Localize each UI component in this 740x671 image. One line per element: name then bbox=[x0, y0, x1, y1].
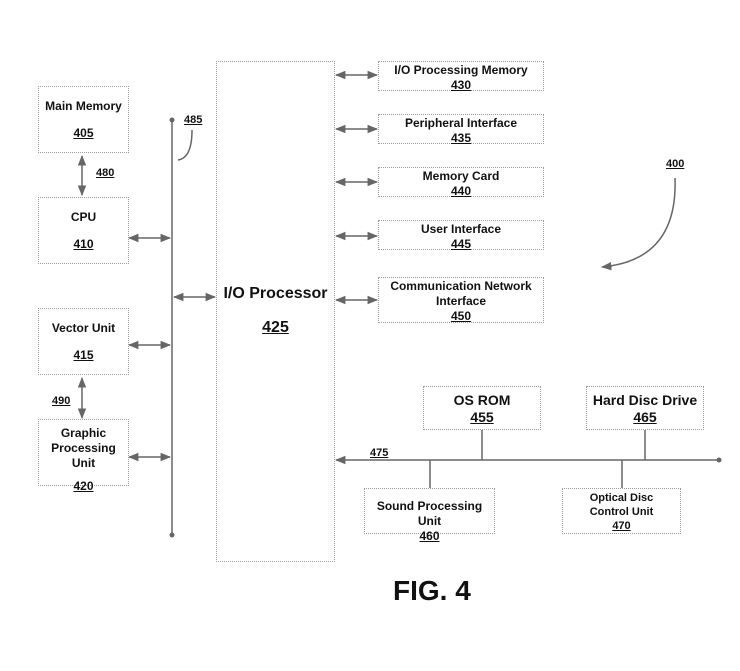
system-400-label: 400 bbox=[666, 158, 685, 170]
block-ref: 450 bbox=[450, 309, 472, 323]
graphic-processing-unit-block: Graphic Processing Unit 420 bbox=[38, 419, 129, 493]
hard-disc-drive-block: Hard Disc Drive 465 bbox=[586, 386, 704, 430]
block-ref: 465 bbox=[633, 409, 657, 425]
block-name: CPU bbox=[70, 210, 97, 224]
block-name: Memory Card bbox=[422, 169, 500, 183]
block-name: I/O Processor bbox=[223, 285, 328, 302]
block-name: Sound Processing Unit bbox=[376, 499, 483, 528]
communication-network-interface-block: Communication Network Interface 450 bbox=[378, 277, 544, 323]
block-ref: 405 bbox=[73, 126, 94, 140]
main-memory-block: Main Memory 405 bbox=[38, 86, 129, 153]
block-ref: 440 bbox=[450, 184, 472, 198]
block-ref: 410 bbox=[73, 237, 94, 251]
optical-disc-control-unit-block: Optical Disc Control Unit 470 bbox=[562, 488, 681, 534]
block-name: Hard Disc Drive bbox=[592, 392, 698, 408]
block-name: Graphic Processing Unit bbox=[51, 426, 116, 470]
block-ref: 470 bbox=[612, 520, 631, 532]
block-name: Optical Disc Control Unit bbox=[589, 492, 654, 518]
block-name: Peripheral Interface bbox=[404, 116, 518, 130]
sound-processing-unit-block: Sound Processing Unit 460 bbox=[364, 488, 495, 543]
cpu-block: CPU 410 bbox=[38, 197, 129, 264]
block-name: Vector Unit bbox=[51, 321, 116, 335]
block-ref: 455 bbox=[470, 409, 494, 425]
block-ref: 435 bbox=[450, 131, 472, 145]
bus-475-label: 475 bbox=[370, 447, 389, 459]
user-interface-block: User Interface 445 bbox=[378, 220, 544, 251]
block-ref: 460 bbox=[419, 529, 440, 543]
link-490-label: 490 bbox=[52, 395, 71, 407]
bus-485-leader bbox=[177, 129, 193, 161]
bus-485-label: 485 bbox=[184, 114, 203, 126]
peripheral-interface-block: Peripheral Interface 435 bbox=[378, 114, 544, 145]
block-ref: 430 bbox=[450, 78, 472, 92]
vector-unit-block: Vector Unit 415 bbox=[38, 308, 129, 375]
figure-caption: FIG. 4 bbox=[393, 575, 471, 606]
system-400-arrow bbox=[600, 177, 676, 271]
bus-485-top-dot bbox=[169, 117, 175, 123]
block-name: User Interface bbox=[420, 222, 502, 236]
io-processor-block: I/O Processor 425 bbox=[216, 61, 335, 562]
block-ref: 420 bbox=[73, 479, 94, 493]
block-ref: 445 bbox=[450, 237, 472, 251]
block-ref: 415 bbox=[73, 348, 94, 362]
block-name: OS ROM bbox=[453, 392, 511, 408]
io-processing-memory-block: I/O Processing Memory 430 bbox=[378, 61, 544, 92]
block-ref: 425 bbox=[262, 319, 289, 336]
block-name: I/O Processing Memory bbox=[394, 63, 528, 77]
bus-485-bottom-dot bbox=[169, 532, 175, 538]
block-name: Communication Network Interface bbox=[390, 279, 532, 308]
bus-475-end-dot bbox=[716, 457, 722, 463]
block-name: Main Memory bbox=[45, 99, 122, 113]
link-480-label: 480 bbox=[96, 167, 115, 179]
os-rom-block: OS ROM 455 bbox=[423, 386, 541, 430]
memory-card-block: Memory Card 440 bbox=[378, 167, 544, 198]
